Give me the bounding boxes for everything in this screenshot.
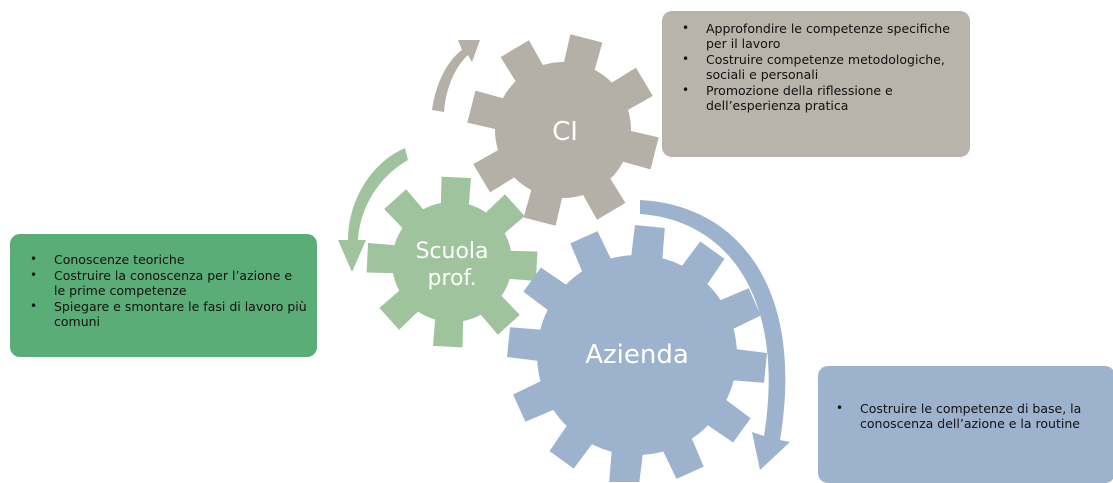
gear-scuola: Scuola prof.	[366, 176, 538, 348]
gear-azienda-icon	[507, 225, 767, 482]
scuola-bullet-list: Conoscenze teoriche Costruire la conosce…	[20, 252, 307, 329]
gear-scuola-label-line1: Scuola	[415, 239, 488, 264]
list-item: Approfondire le competenze specifiche pe…	[672, 21, 960, 51]
azienda-bullet-list: Costruire le competenze di base, la cono…	[826, 401, 1111, 431]
list-item: Costruire la conoscenza per l’azione e l…	[20, 268, 307, 298]
gear-azienda-label: Azienda	[585, 340, 689, 370]
scuola-description-box: Conoscenze teoriche Costruire la conosce…	[10, 234, 317, 357]
gear-scuola-label-line2: prof.	[427, 266, 476, 291]
azienda-description-box: Costruire le competenze di base, la cono…	[818, 366, 1113, 483]
list-item: Costruire competenze metodologiche, soci…	[672, 52, 960, 82]
arrow-to-ci	[432, 40, 480, 112]
ci-bullet-list: Approfondire le competenze specifiche pe…	[672, 21, 960, 113]
arrow-to-scuola	[338, 148, 408, 272]
gear-ci-icon	[467, 34, 659, 226]
list-item: Conoscenze teoriche	[20, 252, 307, 267]
list-item: Spiegare e smontare le fasi di lavoro pi…	[20, 299, 307, 329]
gear-ci: CI	[467, 34, 659, 226]
gear-ci-label: CI	[552, 117, 578, 147]
arrow-to-azienda	[640, 200, 790, 470]
gear-azienda: Azienda	[507, 225, 767, 482]
list-item: Promozione della riflessione e dell’espe…	[672, 83, 960, 113]
ci-description-box: Approfondire le competenze specifiche pe…	[662, 11, 970, 157]
gear-scuola-icon	[366, 176, 538, 348]
list-item: Costruire le competenze di base, la cono…	[826, 401, 1111, 431]
